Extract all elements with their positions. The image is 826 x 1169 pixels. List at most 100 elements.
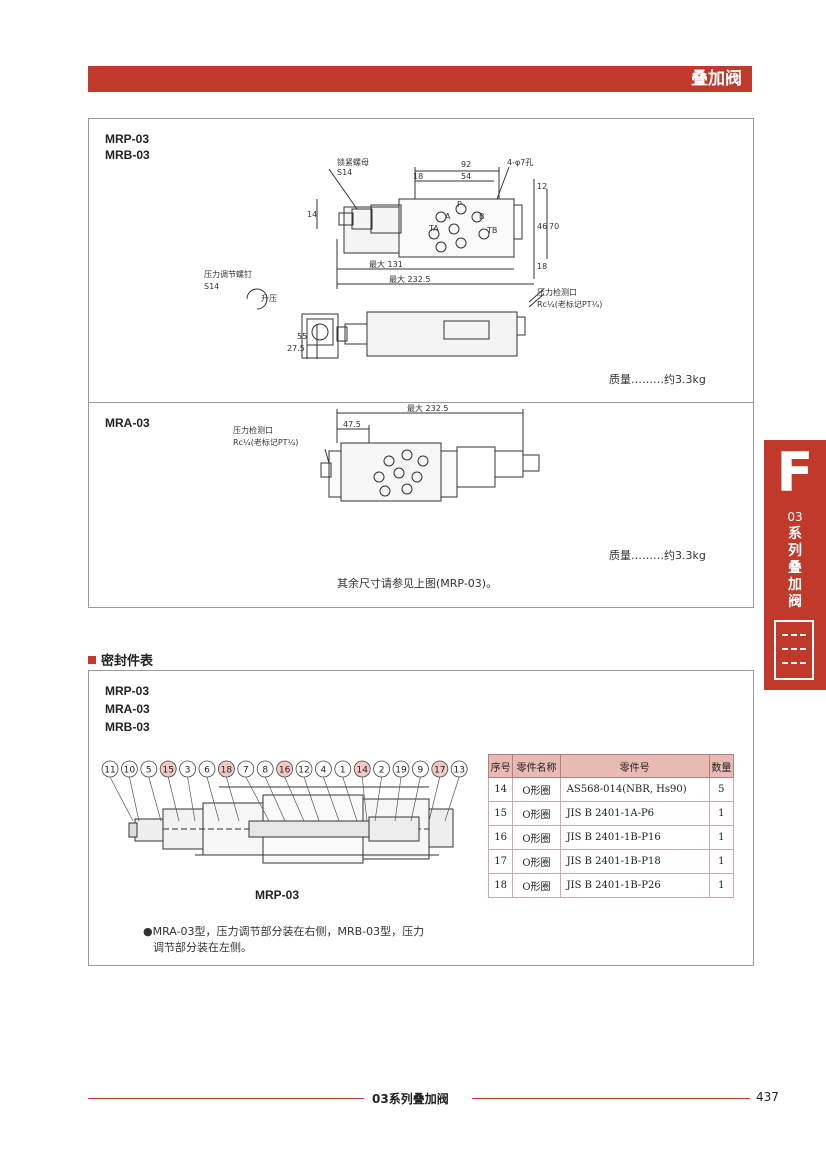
- footer-title: 03系列叠加阀: [372, 1092, 449, 1106]
- part-balloon-number: 2: [379, 766, 385, 776]
- weight-note-mrp: 质量………约3.3kg: [609, 373, 706, 386]
- part-balloon-number: 12: [298, 766, 309, 776]
- drawing-label: MRP-03: [255, 888, 300, 902]
- dim-max131: 最大 131: [369, 259, 403, 269]
- port-ta: TA: [428, 224, 439, 233]
- chapter-side-tab: F 03 系列叠加阀: [764, 440, 826, 690]
- footer-rule-right: [472, 1098, 750, 1099]
- part-balloon-number: 5: [146, 766, 152, 776]
- part-balloon-number: 13: [453, 766, 464, 776]
- page-title: 叠加阀: [691, 69, 742, 89]
- seal-table: 序号 零件名称 零件号 数量 14 O形圈 AS568-014(NBR, Hs9…: [487, 754, 735, 898]
- part-balloon: [411, 760, 429, 778]
- balloon-leader: [444, 776, 460, 822]
- seal-section-title: 密封件表: [88, 650, 153, 669]
- dim-70: 70: [549, 222, 559, 231]
- seal-note-line1: ●MRA-03型，压力调节部分装在右侧，MRB-03型，压力: [143, 925, 425, 938]
- balloon-leader: [342, 776, 358, 822]
- seal-model-mrp: MRP-03: [105, 684, 150, 698]
- dim-55: 55: [297, 332, 307, 341]
- part-balloon-number: 9: [418, 766, 424, 776]
- balloon-leader: [303, 776, 320, 822]
- cell-qty: 1: [708, 801, 735, 826]
- part-balloon-number: 15: [162, 766, 173, 776]
- col-header-name: 零件名称: [512, 754, 561, 778]
- cell-qty: 5: [708, 777, 735, 802]
- part-balloon: [392, 760, 410, 778]
- cell-no: 17: [487, 849, 514, 874]
- part-balloon-number: 10: [124, 766, 136, 776]
- part-balloon: [431, 760, 449, 778]
- cell-no: 18: [487, 873, 514, 898]
- mra-gauge-port-spec: Rc¼(老标记PT¼): [233, 437, 298, 447]
- cell-no: 16: [487, 825, 514, 850]
- chapter-letter: F: [776, 441, 814, 504]
- part-balloon-number: 18: [221, 766, 233, 776]
- footer-rule-left: [88, 1098, 364, 1099]
- section-header-bar: 叠加阀: [88, 66, 752, 92]
- balloon-leader: [361, 776, 368, 822]
- cell-no: 15: [487, 801, 514, 826]
- cell-qty: 1: [708, 873, 735, 898]
- part-balloon-number: 3: [185, 766, 191, 776]
- part-balloon: [140, 760, 158, 778]
- balloon-leader: [167, 776, 180, 822]
- dim-54: 54: [461, 172, 471, 181]
- cell-qty: 1: [708, 825, 735, 850]
- mra-gauge-port-label: 压力检测口: [233, 425, 273, 435]
- adjust-screw-label: 压力调节螺钉: [204, 269, 252, 279]
- chapter-icon: [774, 620, 814, 680]
- part-balloon: [256, 760, 274, 778]
- cell-name: O形圈: [512, 801, 561, 826]
- seal-note-line2: 调节部分装在左侧。: [153, 941, 252, 954]
- cell-name: O形圈: [512, 873, 561, 898]
- mra-reference-note: 其余尺寸请参见上图(MRP-03)。: [337, 577, 498, 590]
- cell-qty: 1: [708, 849, 735, 874]
- balloon-leader: [109, 776, 134, 822]
- gauge-port-label: 压力检测口: [537, 287, 577, 297]
- port-a: A: [445, 212, 451, 221]
- mra-dim-475: 47.5: [343, 420, 361, 429]
- table-row: 15 O形圈 JIS B 2401-1A-P6 1: [487, 801, 735, 826]
- cell-name: O形圈: [512, 825, 561, 850]
- part-balloon: [159, 760, 177, 778]
- part-balloon: [237, 760, 255, 778]
- part-balloon: [218, 760, 235, 778]
- balloon-leader: [206, 776, 220, 822]
- chapter-series: 03: [787, 510, 803, 524]
- part-balloon: [295, 760, 313, 778]
- dim-18: 18: [413, 172, 423, 181]
- port-b: B: [479, 212, 485, 221]
- mrp-dimension-drawing: 锁紧螺母 S14 92 18 54 4-φ7孔 12 14 46 70 18 最…: [204, 157, 602, 359]
- part-balloon: [450, 760, 468, 778]
- table-row: 14 O形圈 AS568-014(NBR, Hs90) 5: [487, 777, 735, 802]
- cell-name: O形圈: [512, 777, 561, 802]
- model-label-mra: MRA-03: [105, 416, 150, 430]
- balloon-leader: [187, 776, 196, 822]
- seal-model-mra: MRA-03: [105, 702, 150, 716]
- balloon-leader: [323, 776, 340, 822]
- cell-no: 14: [487, 777, 514, 802]
- col-header-no: 序号: [487, 754, 514, 778]
- col-header-qty: 数量: [708, 754, 735, 778]
- weight-note-mra: 质量………约3.3kg: [609, 549, 706, 562]
- page-footer: 03系列叠加阀 437: [88, 1090, 779, 1106]
- part-balloon-number: 16: [279, 766, 291, 776]
- balloon-leader: [410, 776, 421, 822]
- seal-table-header-row: 序号 零件名称 零件号 数量: [487, 754, 735, 778]
- balloon-leader: [264, 776, 286, 822]
- dim-92: 92: [461, 160, 471, 169]
- part-balloon: [314, 760, 332, 778]
- part-balloon-number: 7: [243, 766, 249, 776]
- table-row: 17 O形圈 JIS B 2401-1B-P18 1: [487, 849, 735, 874]
- cell-partno: JIS B 2401-1B-P18: [559, 849, 710, 874]
- balloon-leader: [394, 776, 402, 822]
- port-p: P: [457, 200, 462, 209]
- col-header-partno: 零件号: [559, 754, 710, 778]
- raise-pressure-label: 升压: [261, 294, 277, 303]
- gauge-port-spec: Rc¼(老标记PT¼): [537, 299, 602, 309]
- part-balloon: [334, 760, 352, 778]
- part-balloon: [276, 760, 294, 778]
